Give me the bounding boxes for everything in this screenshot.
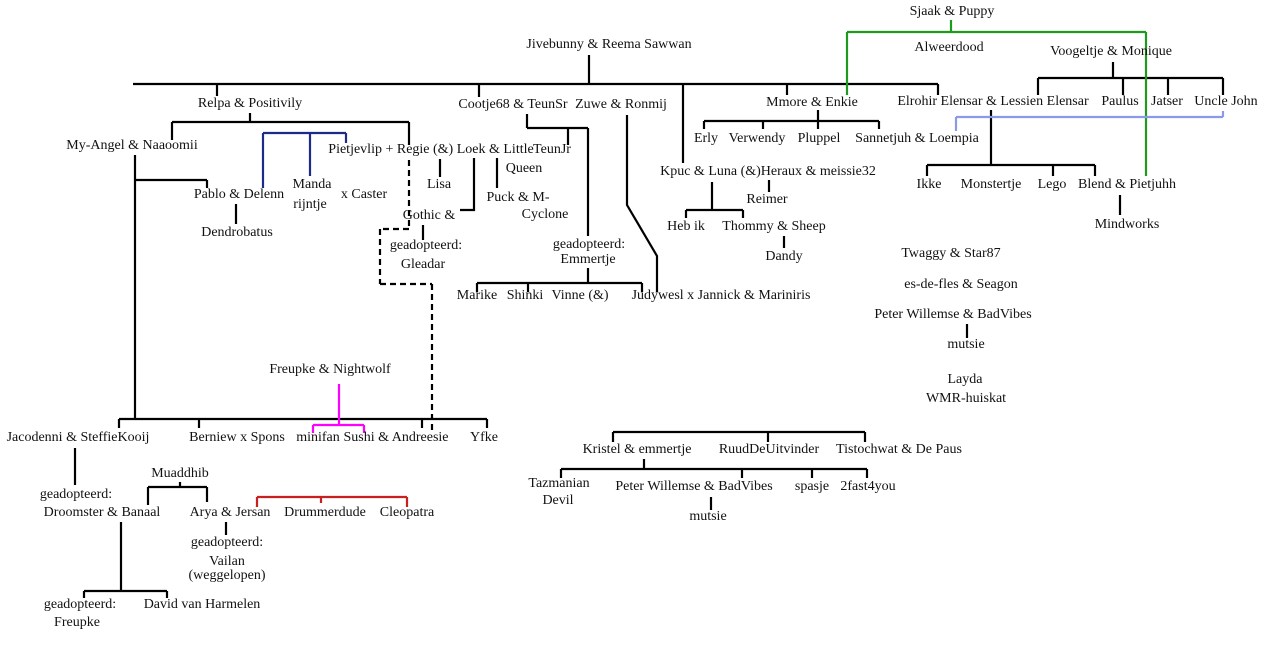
node-jacodenni: Jacodenni & SteffieKooij [6,430,150,445]
node-erly: Erly [693,131,719,146]
node-pietjevlip: Pietjevlip + Regie (&) Loek & Little [328,142,534,157]
node-elrohir: Elrohir Elensar & Lessien Elensar [897,94,1089,109]
node-geadopteerd-droomster: geadopteerd: [39,487,113,502]
node-geadopteerd-emmertje: geadopteerd: [552,237,626,252]
node-paulus: Paulus [1101,94,1139,109]
blue-connector [261,131,348,188]
node-lisa: Lisa [426,177,452,192]
node-teunjr: TeunJr [533,142,571,157]
node-cootje: Cootje68 & TeunSr [458,97,568,112]
node-gothic: Gothic & [402,208,456,223]
node-jivebunny: Jivebunny & Reema Sawwan [526,37,692,52]
node-david: David van Harmelen [143,597,261,612]
node-ikke: Ikke [916,177,942,192]
lightblue-connector [954,111,1225,131]
node-mindworks: Mindworks [1094,217,1160,232]
node-kristel: Kristel & emmertje [582,442,692,457]
node-freupke: Freupke [54,615,100,630]
node-shinki: Shinki [506,288,544,303]
node-reimer: Reimer [746,192,788,207]
node-jatser: Jatser [1151,94,1183,109]
node-spasje: spasje [794,479,830,494]
node-weggelopen: (weggelopen) [188,568,266,583]
node-minifan: minifan [296,430,340,445]
node-2fast4you: 2fast4you [840,479,896,494]
node-gleadar: Gleadar [400,257,446,272]
node-sushi: Sushi & Andreesie [343,430,449,445]
node-droomster: Droomster & Banaal [43,505,161,520]
node-geadopteerd-vailan: geadopteerd: [190,535,264,550]
node-pablo: Pablo & Delenn [193,187,285,202]
node-thommy: Thommy & Sheep [722,219,826,234]
node-peter-willemse-right: Peter Willemse & BadVibes [874,307,1032,322]
node-monstertje: Monstertje [960,177,1022,192]
node-cleopatra: Cleopatra [379,505,435,520]
magenta-connector [311,384,366,433]
node-layda: Layda [947,372,983,387]
node-dandy: Dandy [765,249,803,264]
node-vailan: Vailan [209,554,245,569]
node-tistochwat: Tistochwat & De Paus [836,442,962,457]
node-peter-willemse-bottom: Peter Willemse & BadVibes [615,479,773,494]
node-marike: Marike [456,288,498,303]
node-dendrobatus: Dendrobatus [201,225,273,240]
node-sjaak: Sjaak & Puppy [909,4,995,19]
node-wmr-huiskat: WMR-huiskat [925,391,1007,406]
node-queen: Queen [505,161,543,176]
node-devil: Devil [542,493,574,508]
node-vinne: Vinne (&) [551,288,609,303]
node-judywesl: Judywesl x Jannick & Mariniris [631,288,811,303]
node-mutsie-bottom: mutsie [689,509,727,524]
node-kpuc: Kpuc & Luna (&)Heraux & meissie32 [660,164,876,179]
node-drummerdude: Drummerdude [284,505,366,520]
red-connector [255,495,409,507]
node-pluppel: Pluppel [797,131,841,146]
green-connector [845,20,1148,176]
node-blend: Blend & Pietjuhh [1078,177,1176,192]
node-arya: Arya & Jersan [189,505,271,520]
node-ruud: RuudDeUitvinder [718,442,820,457]
node-relpa: Relpa & Positivily [197,96,303,111]
node-emmertje: Emmertje [560,252,616,267]
node-cyclone: Cyclone [521,207,569,222]
node-unclejohn: Uncle John [1194,94,1258,109]
node-yfke: Yfke [470,430,498,445]
node-mmore: Mmore & Enkie [766,95,858,110]
dashed-connector [378,160,434,430]
node-voogeltje: Voogeltje & Monique [1050,44,1172,59]
node-berniew: Berniew x Spons [189,430,285,445]
node-zuwe: Zuwe & Ronmij [575,97,667,112]
node-muaddhib: Muaddhib [151,466,209,481]
node-twaggy: Twaggy & Star87 [901,246,1001,261]
node-geadopteerd-freupke: geadopteerd: [43,597,117,612]
node-puck: Puck & M- [486,190,550,205]
node-lego: Lego [1037,177,1067,192]
node-caster: x Caster [340,187,388,202]
node-alweerdood: Alweerdood [914,40,984,55]
node-tazmanian: Tazmanian [528,476,590,491]
node-hebik: Heb ik [667,219,705,234]
node-rijntje: rijntje [293,197,327,212]
node-mutsie-right: mutsie [947,337,985,352]
black-connectors [73,55,1225,598]
node-freupke-nightwolf: Freupke & Nightwolf [269,362,391,377]
node-verwendy: Verwendy [728,131,786,146]
node-esdefles: es-de-fles & Seagon [904,277,1018,292]
node-geadopteerd-gleadar: geadopteerd: [389,238,463,253]
node-manda: Manda [292,177,332,192]
node-myangel: My-Angel & Naaoomii [66,138,198,153]
node-sannetjuh: Sannetjuh & Loempia [855,131,979,146]
